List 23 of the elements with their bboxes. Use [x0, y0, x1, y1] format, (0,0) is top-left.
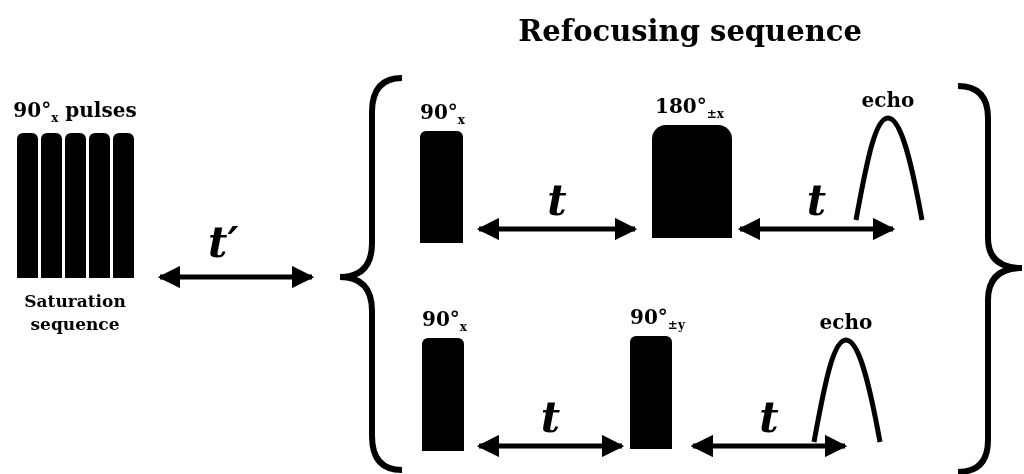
pulse-label: 180°$_{±x}$ [655, 94, 724, 122]
rf-pulse-bar [40, 133, 62, 279]
diagram-title: Refocusing sequence [517, 14, 863, 48]
edge-label: t [759, 397, 779, 439]
edge-label: t [806, 180, 827, 222]
rf-pulse-bar [64, 133, 86, 279]
sequence-caption: Saturation sequence [23, 290, 127, 337]
arrow [737, 217, 896, 241]
rf-pulse-bar [88, 133, 110, 279]
pulse-label: 90°$_{x}$ [420, 100, 465, 128]
pulse-label: 90°$_{x}$ [422, 307, 467, 335]
time-label: t′ [208, 222, 239, 264]
pulse-label: 90°$_{±y}$ [630, 305, 685, 333]
echo-label: echo [819, 310, 873, 334]
arrow [476, 434, 625, 458]
echo-label: echo [861, 88, 915, 112]
rf-pulse-bar [16, 133, 38, 279]
arrow [690, 434, 848, 458]
edge-label: t [540, 397, 561, 439]
rf-pulse-bar [112, 133, 134, 279]
arrow [476, 217, 638, 241]
edge-label: t [547, 180, 567, 222]
pulse-label: 90°$_{x}$ pulses [13, 98, 137, 126]
